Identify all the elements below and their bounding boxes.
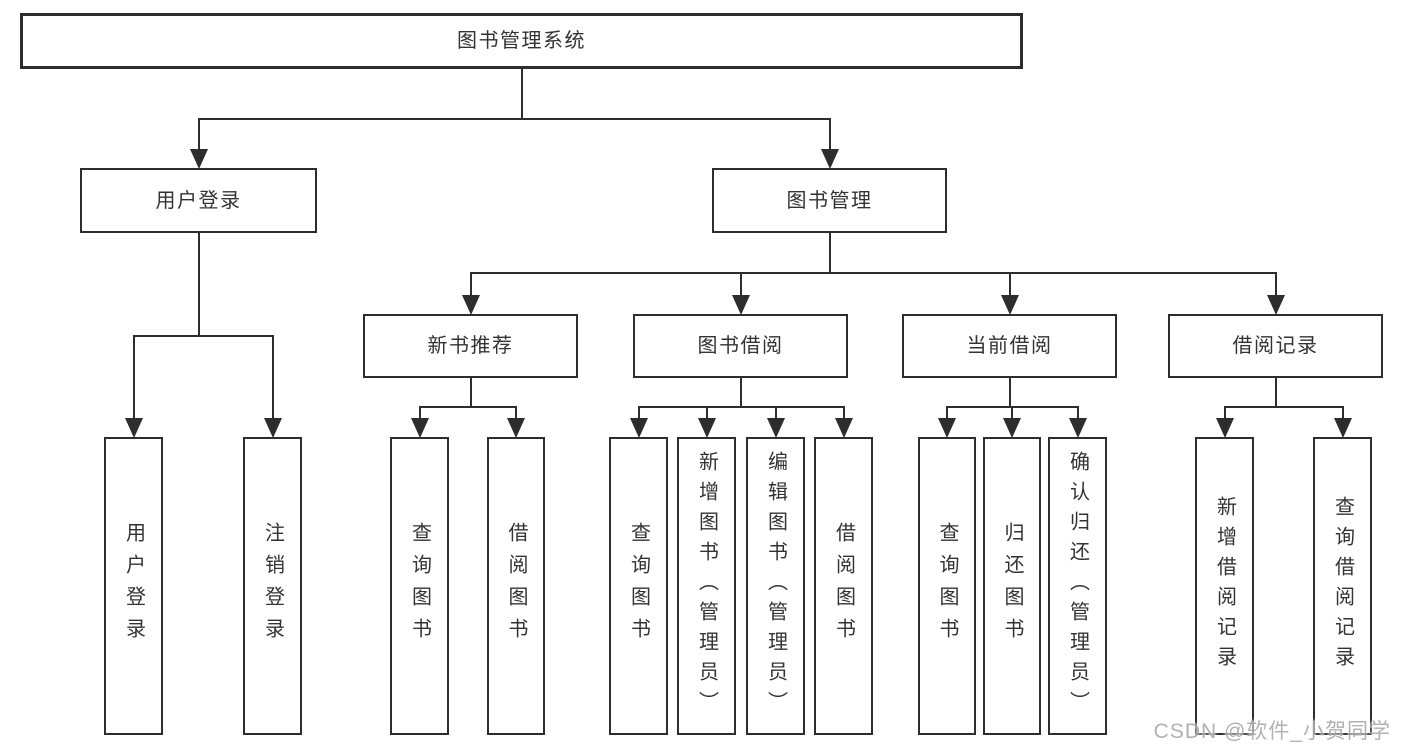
- connector-stem: [197, 233, 200, 337]
- connector-drop: [739, 272, 742, 295]
- connector-bus: [418, 406, 517, 408]
- node-label: 查询图书: [936, 522, 958, 650]
- arrowhead-icon: [1333, 418, 1352, 438]
- connector-drop: [1341, 406, 1344, 418]
- connector-drop: [469, 272, 472, 295]
- arrowhead-icon: [1003, 418, 1021, 438]
- node-label: 图书借阅: [697, 335, 784, 357]
- connector-drop: [828, 118, 831, 149]
- node-label: 编辑图书（管理员）: [764, 451, 787, 721]
- node-label: 借阅图书: [832, 522, 855, 650]
- connector-drop: [774, 406, 777, 418]
- node-label: 当前借阅: [966, 335, 1053, 357]
- node-root: 图书管理系统: [20, 13, 1023, 69]
- arrowhead-icon: [124, 418, 143, 438]
- node-label: 查询借阅记录: [1331, 496, 1354, 676]
- connector-bus: [469, 272, 1277, 274]
- arrowhead-icon: [1000, 295, 1019, 315]
- connector-bus: [132, 335, 274, 337]
- arrowhead-icon: [820, 149, 839, 169]
- node-cb-query-book: 查询图书: [918, 437, 976, 735]
- connector-drop: [637, 406, 640, 418]
- connector-drop: [946, 406, 948, 418]
- arrowhead-icon: [766, 418, 785, 438]
- node-label: 查询图书: [627, 522, 650, 650]
- connector-drop: [1011, 406, 1013, 418]
- arrowhead-icon: [697, 418, 716, 438]
- arrowhead-icon: [1266, 295, 1285, 315]
- connector-drop: [197, 118, 200, 149]
- connector-drop: [1274, 272, 1277, 295]
- connector-bus: [637, 406, 845, 408]
- node-label: 新增图书（管理员）: [695, 451, 718, 721]
- connector-drop: [271, 335, 274, 418]
- node-borrow-records: 借阅记录: [1168, 314, 1383, 378]
- node-label: 查询图书: [408, 522, 431, 650]
- node-label: 新书推荐: [427, 335, 514, 357]
- node-current-borrow: 当前借阅: [902, 314, 1117, 378]
- arrowhead-icon: [461, 295, 480, 315]
- node-label: 图书管理: [786, 189, 873, 212]
- node-bb-add-book: 新增图书（管理员）: [677, 437, 736, 735]
- node-user-login: 用户登录: [80, 168, 317, 233]
- connector-drop: [515, 406, 517, 418]
- node-label: 用户登录: [122, 522, 145, 650]
- connector-drop: [132, 335, 135, 418]
- arrowhead-icon: [263, 418, 282, 438]
- connector-stem: [469, 378, 472, 408]
- connector-bus: [197, 118, 831, 120]
- node-bb-query-book: 查询图书: [609, 437, 668, 735]
- connector-stem: [828, 233, 831, 274]
- node-label: 用户登录: [155, 189, 242, 212]
- node-book-mgmt: 图书管理: [712, 168, 947, 233]
- arrowhead-icon: [834, 418, 853, 438]
- node-cb-return-book: 归还图书: [983, 437, 1041, 735]
- node-label: 归还图书: [1001, 522, 1023, 650]
- node-label: 图书管理系统: [457, 30, 586, 52]
- node-br-query-record: 查询借阅记录: [1313, 437, 1372, 735]
- arrowhead-icon: [629, 418, 648, 438]
- node-login: 用户登录: [104, 437, 163, 735]
- node-rec-borrow-book: 借阅图书: [487, 437, 545, 735]
- arrowhead-icon: [1068, 418, 1087, 438]
- connector-stem: [1274, 378, 1277, 408]
- node-book-borrow: 图书借阅: [633, 314, 848, 378]
- connector-drop: [1008, 272, 1011, 295]
- node-label: 借阅记录: [1232, 335, 1319, 357]
- arrowhead-icon: [507, 418, 525, 438]
- node-new-book-rec: 新书推荐: [363, 314, 578, 378]
- connector-stem: [520, 69, 523, 120]
- node-logout: 注销登录: [243, 437, 302, 735]
- arrowhead-icon: [1215, 418, 1234, 438]
- connector-drop: [842, 406, 845, 418]
- arrowhead-icon: [410, 418, 429, 438]
- node-label: 注销登录: [261, 522, 284, 650]
- connector-stem: [1008, 378, 1011, 408]
- connector-bus: [1223, 406, 1344, 408]
- node-bb-edit-book: 编辑图书（管理员）: [746, 437, 805, 735]
- node-bb-borrow-book: 借阅图书: [814, 437, 873, 735]
- node-label: 借阅图书: [505, 522, 527, 650]
- arrowhead-icon: [731, 295, 750, 315]
- node-br-add-record: 新增借阅记录: [1195, 437, 1254, 735]
- node-rec-query-book: 查询图书: [390, 437, 449, 735]
- node-cb-confirm-return: 确认归还（管理员）: [1048, 437, 1107, 735]
- arrowhead-icon: [189, 149, 208, 169]
- connector-drop: [705, 406, 708, 418]
- node-label: 确认归还（管理员）: [1066, 451, 1089, 721]
- node-label: 新增借阅记录: [1213, 496, 1236, 676]
- connector-drop: [1223, 406, 1226, 418]
- arrowhead-icon: [938, 418, 956, 438]
- connector-drop: [418, 406, 421, 418]
- connector-stem: [739, 378, 742, 408]
- connector-drop: [1076, 406, 1079, 418]
